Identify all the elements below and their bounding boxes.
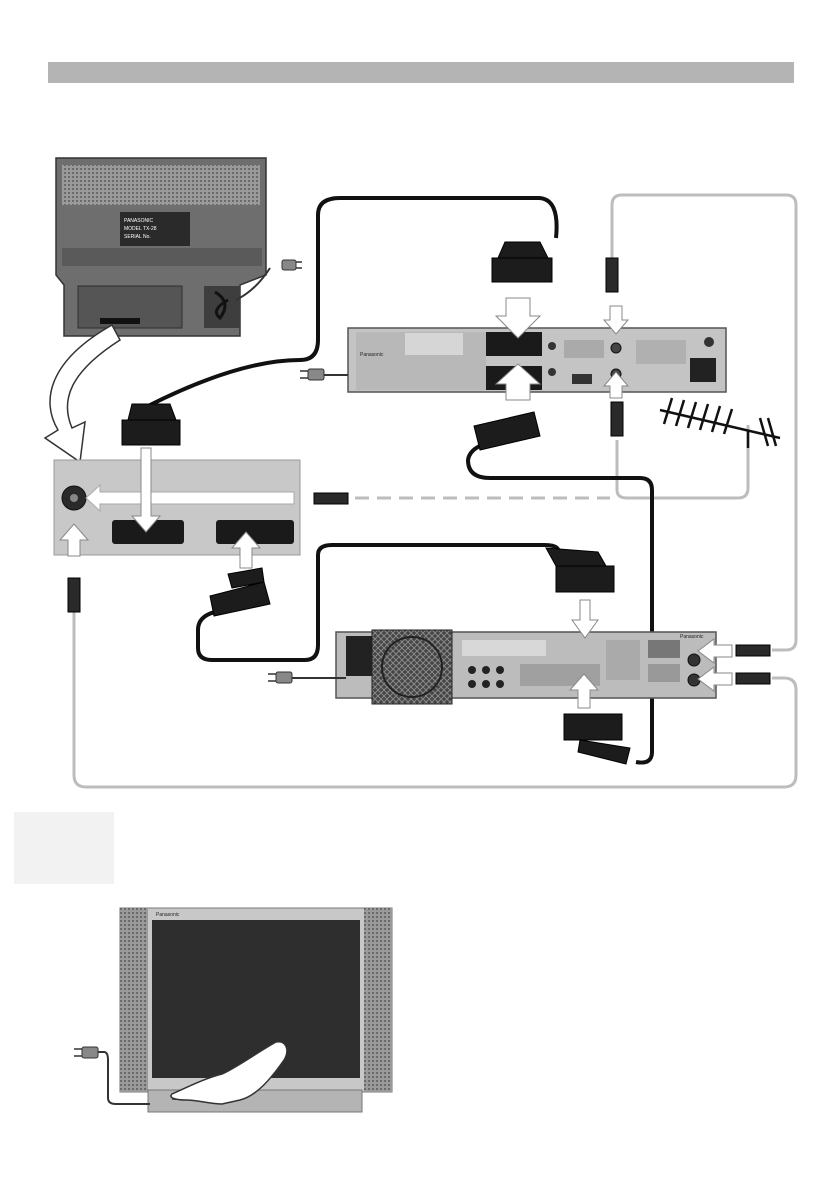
hand-pointer-icon xyxy=(170,1041,288,1105)
arrow-up-stb-rf xyxy=(602,371,630,399)
tv-label-line-2: MODEL TX-28 xyxy=(124,226,157,232)
arrow-left-dvd-rf-in xyxy=(697,638,733,664)
tv-connector-panel xyxy=(53,459,301,556)
rf-plug-dvd-in xyxy=(735,644,771,657)
scart-cables xyxy=(149,196,654,765)
signal-arrows xyxy=(58,297,733,709)
zoom-arrow-icon xyxy=(43,323,121,464)
rf-plug-icon xyxy=(67,257,771,685)
title-bar xyxy=(48,62,794,83)
tv-label-line-1: PANASONIC xyxy=(124,218,153,224)
tv-rear-icon: PANASONIC MODEL TX-28 SERIAL No. xyxy=(55,157,271,337)
scart-cable-tv-stb xyxy=(149,196,559,407)
arrow-up-tv-antenna xyxy=(58,523,90,557)
scart-plug-stb-top xyxy=(491,241,553,283)
rf-plug-dvd-out xyxy=(735,672,771,685)
tv-front-brand: Panasonic xyxy=(156,912,180,918)
tv-front-power-plug-icon xyxy=(74,1046,150,1105)
scart-cable-stb-dvd xyxy=(465,438,654,765)
rf-plug-stb-bottom xyxy=(610,401,624,437)
rf-cables xyxy=(72,193,798,789)
tv-label-line-3: SERIAL No. xyxy=(124,234,151,240)
set-top-box: Panasonic xyxy=(347,327,727,393)
scart-plug-icon xyxy=(121,241,631,765)
dvd-recorder: Panasonic xyxy=(335,629,717,705)
arrow-down-stb-rf xyxy=(602,305,630,335)
rf-plug-tv-bottom xyxy=(67,577,81,613)
scart-plug-dvd-bottom xyxy=(563,713,631,765)
step-marker xyxy=(14,812,114,884)
dvd-brand: Panasonic xyxy=(680,634,704,640)
dvd-power-plug-icon xyxy=(268,671,346,684)
stb-brand: Panasonic xyxy=(360,352,384,358)
arrow-down-dvd-scart xyxy=(571,599,599,639)
scart-plug-aux xyxy=(209,567,271,617)
rf-cable-bottom-loop xyxy=(72,610,798,789)
arrow-left-dvd-rf-out xyxy=(697,666,733,692)
rf-plug-tv-input xyxy=(313,492,349,505)
arrow-down-tv-scart xyxy=(130,447,162,533)
antenna-icon xyxy=(659,397,781,448)
scart-plug-stb-bottom xyxy=(473,411,541,451)
arrow-up-stb-scart xyxy=(494,363,542,401)
rf-plug-stb-top xyxy=(605,257,619,293)
rf-cable-loop-top xyxy=(610,193,798,652)
arrow-down-stb-scart xyxy=(494,297,542,339)
scart-cable-aux-dvd xyxy=(196,543,561,662)
rf-cable-stb-out xyxy=(615,425,750,500)
scart-plug-tv xyxy=(121,403,181,446)
stb-power-plug-icon xyxy=(300,368,348,381)
power-plug-icon xyxy=(281,259,302,271)
arrow-up-aux-scart xyxy=(230,531,262,569)
signal-arrow-antenna-in xyxy=(85,483,295,513)
scart-plug-dvd-top xyxy=(545,547,615,593)
arrow-up-dvd-scart xyxy=(568,673,600,709)
